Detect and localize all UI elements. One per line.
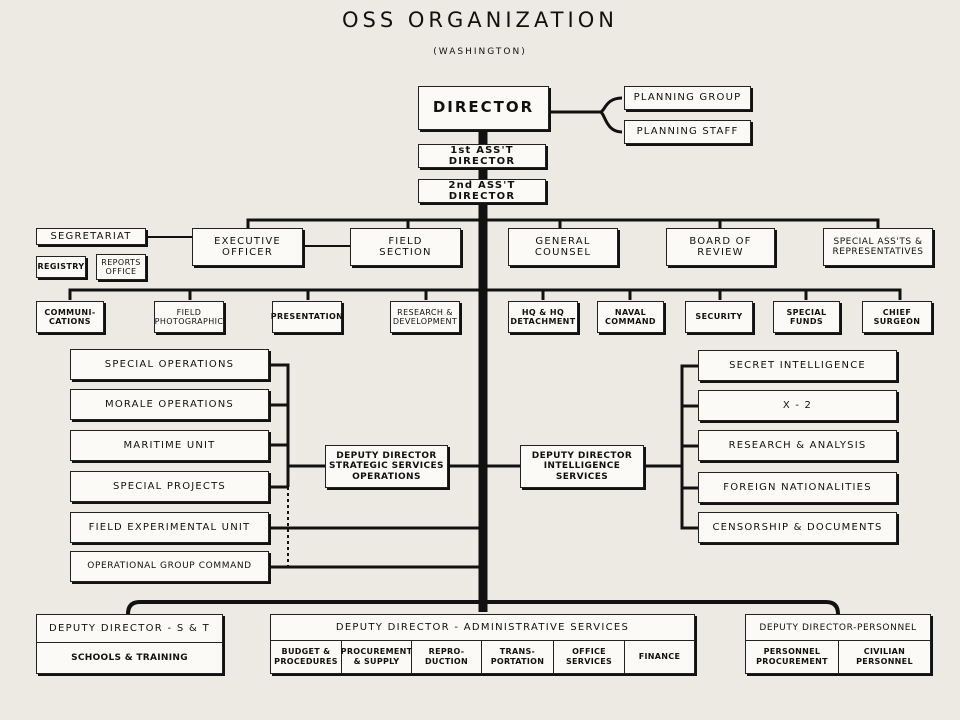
- research-development-box: RESEARCH & DEVELOPMENT: [390, 301, 460, 333]
- reports-office-box: REPORTS OFFICE: [96, 254, 146, 280]
- general-counsel-box: GENERAL COUNSEL: [508, 228, 618, 266]
- dd-admin-header: DEPUTY DIRECTOR - ADMINISTRATIVE SERVICE…: [271, 615, 694, 641]
- special-operations-box: SPECIAL OPERATIONS: [70, 349, 269, 380]
- first-asst-director-box: 1st ASS'T DIRECTOR: [418, 144, 546, 168]
- dd-strategic-services-box: DEPUTY DIRECTOR STRATEGIC SERVICES OPERA…: [325, 445, 448, 488]
- presentation-box: PRESENTATION: [271, 301, 343, 333]
- censorship-documents-box: CENSORSHIP & DOCUMENTS: [698, 512, 897, 543]
- secretariat-box: SEGRETARIAT: [36, 228, 146, 245]
- dd-st-header: DEPUTY DIRECTOR - S & T: [37, 615, 222, 643]
- budget-procedures-cell: BUDGET & PROCEDURES: [274, 647, 338, 666]
- dd-schools-training-group: DEPUTY DIRECTOR - S & T SCHOOLS & TRAINI…: [36, 614, 223, 674]
- second-asst-director-box: 2nd ASS'T DIRECTOR: [418, 179, 546, 203]
- maritime-unit-box: MARITIME UNIT: [70, 430, 269, 461]
- planning-staff-box: PLANNING STAFF: [624, 120, 751, 144]
- procurement-supply-cell: PROCUREMENT & SUPPLY: [341, 641, 412, 673]
- communications-box: COMMUNI- CATIONS: [36, 301, 104, 333]
- planning-group-box: PLANNING GROUP: [624, 86, 751, 110]
- executive-officer-box: EXECUTIVE OFFICER: [192, 228, 303, 266]
- registry-box: REGISTRY: [36, 256, 86, 278]
- special-funds-box: SPECIAL FUNDS: [773, 301, 840, 333]
- foreign-nationalities-box: FOREIGN NATIONALITIES: [698, 472, 897, 503]
- dd-personnel-group: DEPUTY DIRECTOR-PERSONNEL PERSONNEL PROC…: [745, 614, 931, 674]
- research-analysis-box: RESEARCH & ANALYSIS: [698, 430, 897, 461]
- field-section-box: FIELD SECTION: [350, 228, 461, 266]
- dd-intelligence-services-box: DEPUTY DIRECTOR INTELLIGENCE SERVICES: [520, 445, 644, 488]
- secret-intelligence-box: SECRET INTELLIGENCE: [698, 350, 897, 381]
- reproduction-cell: REPRO- DUCTION: [411, 641, 481, 673]
- security-box: SECURITY: [685, 301, 753, 333]
- director-box: DIRECTOR: [418, 86, 549, 130]
- board-of-review-box: BOARD OF REVIEW: [666, 228, 775, 266]
- naval-command-box: NAVAL COMMAND: [597, 301, 664, 333]
- operational-group-command-box: OPERATIONAL GROUP COMMAND: [70, 551, 269, 582]
- dd-personnel-header: DEPUTY DIRECTOR-PERSONNEL: [746, 615, 930, 641]
- special-projects-box: SPECIAL PROJECTS: [70, 471, 269, 502]
- morale-operations-box: MORALE OPERATIONS: [70, 389, 269, 420]
- chief-surgeon-box: CHIEF SURGEON: [862, 301, 932, 333]
- x2-box: X - 2: [698, 390, 897, 421]
- chart-subtitle: (WASHINGTON): [433, 47, 527, 57]
- transportation-cell: TRANS- PORTATION: [481, 641, 553, 673]
- civilian-personnel-cell: CIVILIAN PERSONNEL: [838, 641, 930, 673]
- special-assts-box: SPECIAL ASS'TS & REPRESENTATIVES: [823, 228, 933, 266]
- hq-detachment-box: HQ & HQ DETACHMENT: [508, 301, 578, 333]
- schools-training-cell: SCHOOLS & TRAINING: [71, 652, 188, 663]
- field-experimental-unit-box: FIELD EXPERIMENTAL UNIT: [70, 512, 269, 543]
- office-services-cell: OFFICE SERVICES: [553, 641, 624, 673]
- chart-title: OSS ORGANIZATION: [342, 8, 618, 32]
- dd-administrative-services-group: DEPUTY DIRECTOR - ADMINISTRATIVE SERVICE…: [270, 614, 695, 674]
- personnel-procurement-cell: PERSONNEL PROCUREMENT: [756, 647, 828, 666]
- finance-cell: FINANCE: [624, 641, 694, 673]
- field-photographic-box: FIELD PHOTOGRAPHIC: [154, 301, 224, 333]
